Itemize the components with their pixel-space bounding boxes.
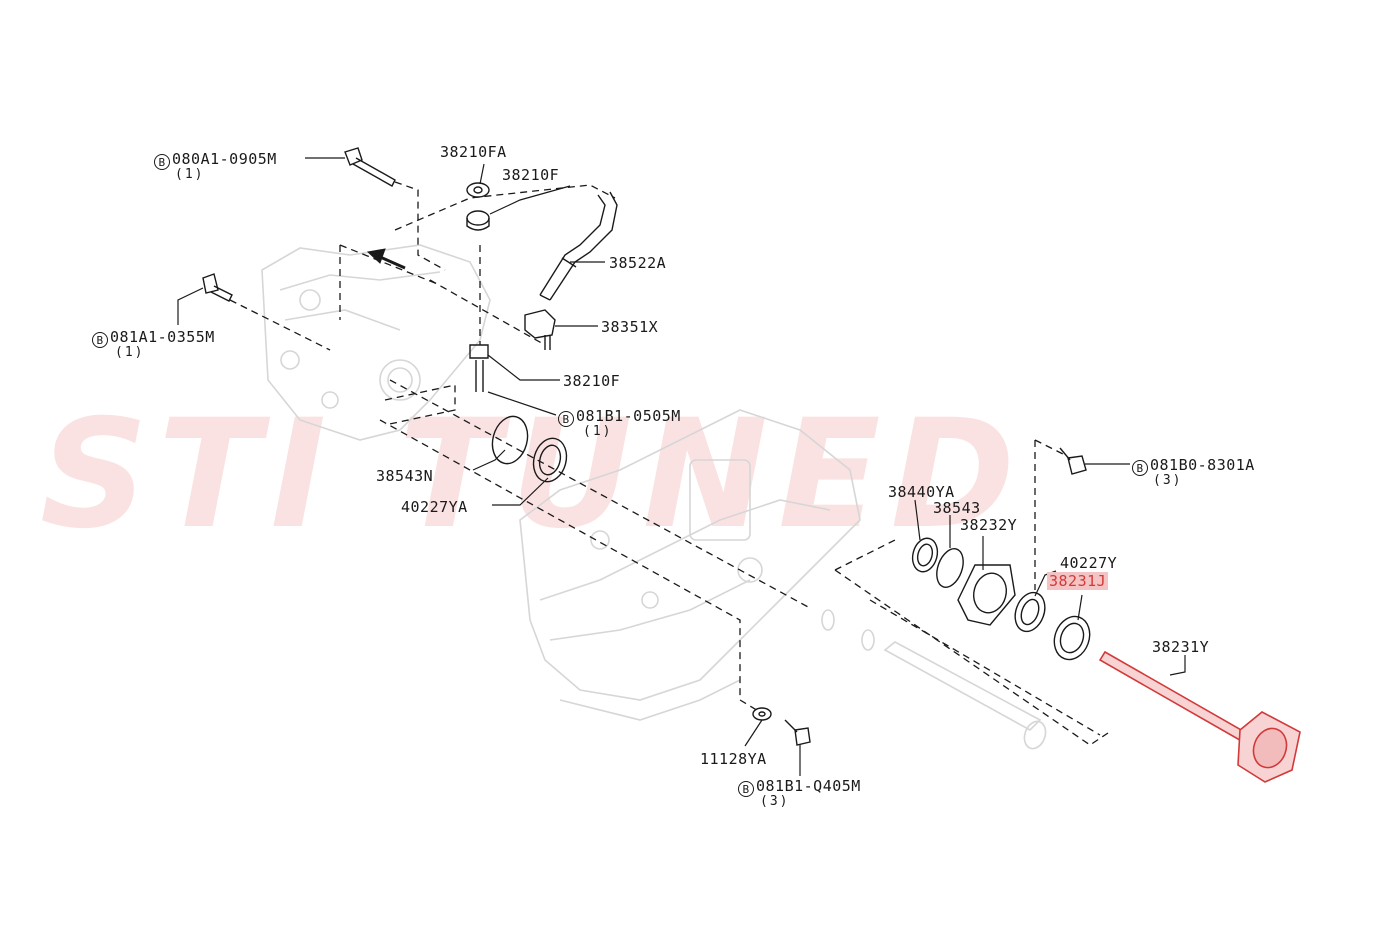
qty-080A1-0905M: (1) [175, 167, 205, 182]
seal-40227YA [532, 437, 568, 483]
label-38232Y: 38232Y [960, 516, 1018, 534]
label-40227Y: 40227Y [1060, 554, 1118, 572]
grommet-38210F [466, 210, 490, 231]
label-38543: 38543 [933, 499, 981, 517]
seal-38231J [1053, 615, 1091, 661]
bolt-081A1 [202, 273, 233, 302]
shaft-outline [821, 609, 1047, 750]
label-38543N: 38543N [376, 467, 434, 485]
qty-081B1-Q405M: (3) [760, 794, 790, 809]
seal-40227Y [1014, 591, 1046, 633]
oring-38543 [936, 548, 964, 588]
washer-38210FA [466, 182, 490, 198]
label-38522A: 38522A [609, 254, 667, 272]
watermark: STI TUNED [40, 388, 1026, 562]
front-arrow [366, 248, 406, 270]
washer-11128YA [752, 707, 772, 721]
bolt-38210F [469, 344, 489, 392]
bolt-marker-icon: B [1132, 460, 1148, 476]
label-38210F-bottom: 38210F [563, 372, 621, 390]
label-38210F-top: 38210F [502, 166, 560, 184]
label-38231Y: 38231Y [1152, 638, 1210, 656]
seal-38440YA [911, 537, 939, 573]
bolt-marker-icon: B [92, 332, 108, 348]
transmission-case-outline [261, 244, 861, 721]
qty-081B1-0505M: (1) [583, 424, 613, 439]
label-40227YA: 40227YA [401, 498, 468, 516]
fitting-38351X [524, 309, 556, 350]
label-38210FA: 38210FA [440, 143, 507, 161]
assembly-dashed-lines [229, 181, 1109, 746]
label-38231J: 38231J [1047, 572, 1109, 590]
qty-081B0-8301A: (3) [1153, 473, 1183, 488]
axle-38231Y [1098, 650, 1301, 783]
bolt-081B1-Q405M [784, 719, 811, 746]
qty-081A1-0355M: (1) [115, 345, 145, 360]
bolt-marker-icon: B [558, 411, 574, 427]
bolt-081B0 [1059, 447, 1087, 475]
bolt-080A1 [344, 147, 396, 187]
oring-38543N [491, 415, 529, 465]
label-38440YA: 38440YA [888, 483, 955, 501]
housing-38232Y [957, 564, 1016, 626]
hose-38522A [539, 191, 618, 301]
label-38351X: 38351X [601, 318, 659, 336]
bolt-marker-icon: B [738, 781, 754, 797]
bolt-marker-icon: B [154, 154, 170, 170]
leader-lines [177, 157, 1186, 776]
label-11128YA: 11128YA [700, 750, 767, 768]
